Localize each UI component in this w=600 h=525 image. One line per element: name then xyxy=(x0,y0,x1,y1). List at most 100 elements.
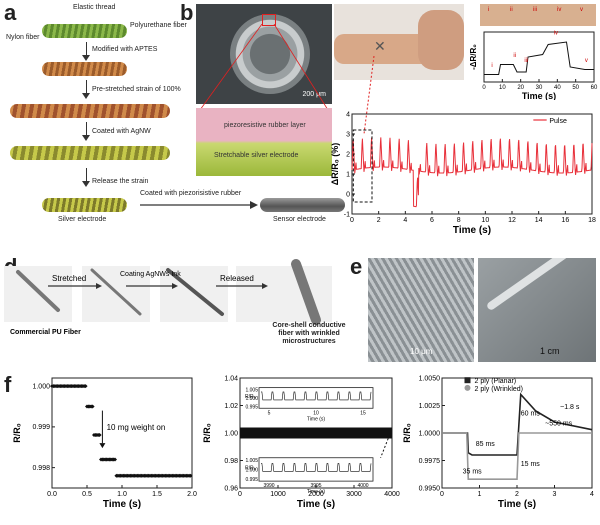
core-shell-fiber xyxy=(291,259,321,325)
arrow-3 xyxy=(82,122,90,141)
sensor-on-wrist: ✕ xyxy=(374,38,386,54)
data-point xyxy=(113,457,117,462)
arrow-1 xyxy=(82,42,90,61)
x-tick-label: 60 xyxy=(591,85,598,91)
y-tick-label: 1.02 xyxy=(224,403,238,410)
inset-top-x-tick: 5 xyxy=(268,410,271,416)
inset-annotation: i xyxy=(491,63,492,69)
inset-pointer xyxy=(380,438,389,458)
y-tick-label: 4 xyxy=(346,111,350,118)
y-tick-label: 0.98 xyxy=(224,458,238,465)
thread-3 xyxy=(10,104,170,118)
y-tick-label: 1 xyxy=(346,171,350,178)
inset-top-y-tick: 0.995 xyxy=(245,404,258,410)
panel-f-letter: f xyxy=(4,372,12,397)
annotation-label: 10 mg weight on xyxy=(107,423,166,432)
x-tick-label: 18 xyxy=(588,217,596,224)
pu-fiber-3 xyxy=(166,268,224,316)
x-tick-label: 1 xyxy=(478,491,482,498)
released-label: Released xyxy=(220,274,254,283)
legend-planar-swatch xyxy=(464,377,471,384)
x-tick-label: 30 xyxy=(536,85,543,91)
x-tick-label: 1.5 xyxy=(152,491,162,498)
x-tick-label: 1.0 xyxy=(117,491,127,498)
y-tick-label: 0.9950 xyxy=(419,485,441,492)
x-tick-label: 14 xyxy=(535,217,543,224)
inset-annotation: iii xyxy=(524,58,528,64)
legend-planar-label: 2 ply (Planar) xyxy=(475,378,517,385)
arrow-2 xyxy=(82,80,90,99)
y-axis-label: ΔR/R₀ (%) xyxy=(330,143,340,186)
finger-label-iv: iv xyxy=(557,7,561,13)
pu-fiber-1 xyxy=(16,270,60,312)
inset-top-x-tick: 10 xyxy=(313,410,319,416)
pu-fiber-label: Commercial PU Fiber xyxy=(10,329,81,336)
inset-bottom-frame xyxy=(258,457,374,482)
polyurethane-fiber-label: Polyurethane fiber xyxy=(130,22,187,29)
inset-bottom-y-tick: 1.005 xyxy=(245,458,258,464)
x-tick-label: 2.0 xyxy=(187,491,197,498)
x-tick-label: 12 xyxy=(508,217,516,224)
finger-label-i: i xyxy=(488,7,489,13)
inset-top-x-tick: 15 xyxy=(360,410,366,416)
x-tick-label: 4000 xyxy=(384,491,400,498)
y-tick-label: 1.000 xyxy=(32,383,50,390)
rubber-layer-label: piezoresistive rubber layer xyxy=(224,122,306,129)
step4-label: Release the strain xyxy=(92,178,149,185)
y-tick-label: 0 xyxy=(346,191,350,198)
x-tick-label: 4 xyxy=(403,217,407,224)
sensor-electrode-thread xyxy=(260,198,345,212)
inset-bottom-y-tick: 1.000 xyxy=(245,467,258,473)
y-tick-label: 1.0000 xyxy=(419,430,441,437)
x-tick-label: 3000 xyxy=(346,491,362,498)
fiber-tube xyxy=(485,258,581,312)
x-tick-label: 2 xyxy=(515,491,519,498)
x-axis-label: Time (s) xyxy=(498,499,536,510)
plot-frame xyxy=(51,377,193,489)
plot-frame xyxy=(483,31,595,83)
y-axis-label: R/R₀ xyxy=(202,423,212,443)
y-tick-label: 1.0025 xyxy=(419,403,441,410)
stretched-label: Stretched xyxy=(52,274,86,283)
step1-label: Modified with APTES xyxy=(92,46,158,53)
x-tick-label: 0 xyxy=(440,491,444,498)
x-axis-label: Time (s) xyxy=(453,225,491,236)
x-tick-label: 0.5 xyxy=(82,491,92,498)
pulse-zoom-arrow xyxy=(363,56,375,135)
legend-wrinkled-swatch xyxy=(464,384,471,391)
coating-label: Coating AgNWs Ink xyxy=(120,271,181,278)
legend-label: Pulse xyxy=(549,118,567,125)
sensor-electrode-label: Sensor electrode xyxy=(273,216,326,223)
inset-bottom-y-tick: 0.995 xyxy=(245,477,258,483)
finger-label-v: v xyxy=(580,7,583,13)
legend-wrinkled-label: 2 ply (Wrinkled) xyxy=(475,386,524,393)
silver-electrode-label: Silver electrode xyxy=(58,216,107,223)
step2-label: Pre-stretched strain of 100% xyxy=(92,86,181,93)
annotation-arrow-head xyxy=(99,443,106,449)
y-tick-label: 0.96 xyxy=(224,485,238,492)
inset-series-line xyxy=(484,41,594,75)
x-tick-label: 4 xyxy=(590,491,594,498)
x-tick-label: 20 xyxy=(517,85,524,91)
fiber-cross-section xyxy=(230,14,310,94)
time-annotation: ~550 ms xyxy=(545,420,573,427)
zoom-lines xyxy=(199,24,329,111)
y-tick-label: 1.04 xyxy=(224,375,238,382)
inset-top-frame xyxy=(258,387,374,409)
x-tick-label: 10 xyxy=(499,85,506,91)
thread-2 xyxy=(42,62,127,76)
x-tick-label: 0 xyxy=(350,217,354,224)
x-axis-label: Time (s) xyxy=(297,499,335,510)
sem-wrinkle-image: 10 μm xyxy=(368,258,474,362)
x-tick-label: 1000 xyxy=(270,491,286,498)
x-tick-label: 40 xyxy=(554,85,561,91)
finger-photos xyxy=(480,4,596,26)
wrist-photo: ✕ xyxy=(334,4,464,80)
data-point xyxy=(188,473,193,478)
x-axis-label: Time (s) xyxy=(522,91,556,100)
y-tick-label: 1.00 xyxy=(224,430,238,437)
inset-bottom-series xyxy=(261,463,372,472)
x-tick-label: 0 xyxy=(482,85,486,91)
